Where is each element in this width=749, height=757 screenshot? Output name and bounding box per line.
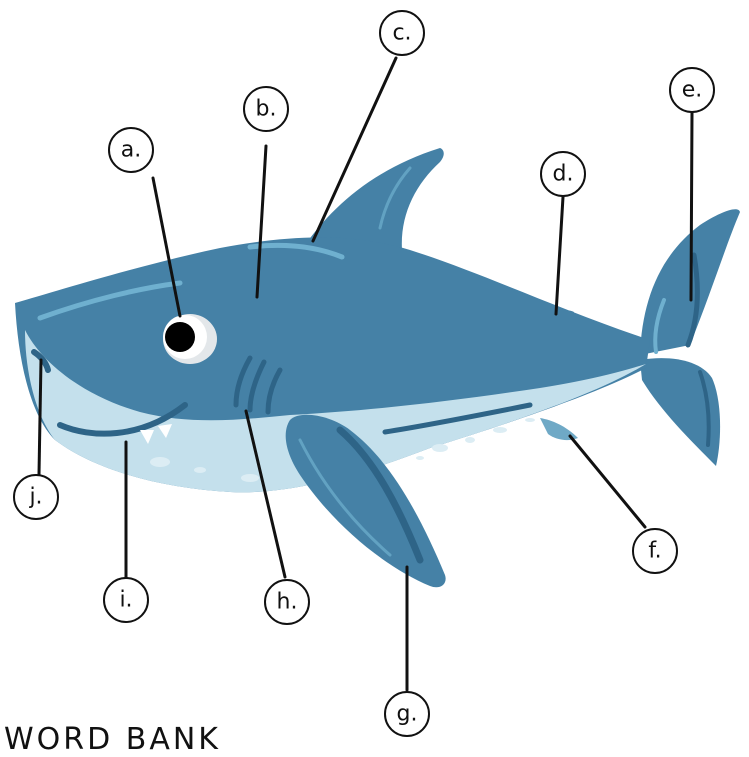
callout-label-f: f. (648, 539, 661, 564)
callout-b: b. (244, 87, 288, 131)
callout-h: h. (265, 580, 309, 624)
shark-illustration (15, 148, 740, 587)
callout-label-g: g. (397, 702, 418, 727)
word-bank-title: WORD BANK (4, 722, 221, 757)
callout-label-e: e. (682, 78, 703, 103)
callout-i: i. (104, 578, 148, 622)
callout-label-b: b. (256, 97, 277, 122)
callout-f: f. (633, 529, 677, 573)
dorsal-fin (305, 148, 444, 250)
callout-c: c. (380, 11, 424, 55)
callout-label-a: a. (121, 138, 141, 163)
callout-a: a. (109, 128, 153, 172)
callout-d: d. (541, 152, 585, 196)
callout-e: e. (670, 68, 714, 112)
callout-label-h: h. (277, 590, 298, 615)
callout-label-i: i. (119, 588, 132, 613)
callout-label-d: d. (553, 162, 574, 187)
callout-g: g. (385, 692, 429, 736)
callout-j: j. (14, 475, 58, 519)
callout-label-c: c. (392, 21, 411, 46)
shark-eye (163, 314, 217, 364)
callout-label-j: j. (28, 485, 42, 510)
